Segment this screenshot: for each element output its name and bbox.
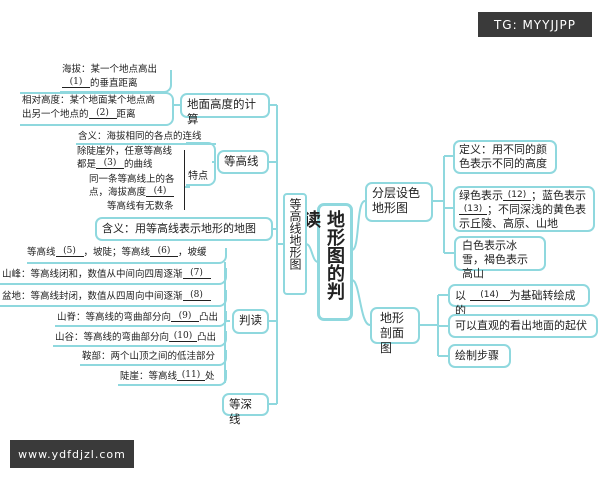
altitude-underline — [60, 70, 172, 93]
profile-map-node[interactable]: 地形剖面图 — [370, 307, 420, 355]
watermark-top: TG: MYYJJPP — [478, 12, 592, 37]
saddle-underline — [80, 350, 227, 366]
text: 处 — [205, 371, 215, 382]
text: 山脊：等高线的弯曲部分向 — [57, 312, 172, 323]
contour-node[interactable]: 等高线 — [217, 150, 269, 174]
blank-4[interactable]: (4) — [146, 186, 175, 197]
center-topic[interactable]: 地形图的判读 — [300, 203, 353, 321]
altitude-line1: 海拔：某一个地点高出 — [62, 64, 158, 75]
text: ；蓝色表示 — [531, 189, 586, 202]
text: 山峰：等高线闭和，数值从中间向四周逐渐 — [2, 269, 183, 280]
basin-rule: 盆地：等高线封闭，数值从四周向中间逐渐(8) — [2, 290, 211, 303]
feature-2-line1: 同一条等高线上的各 — [89, 174, 175, 185]
text: 陡崖：等高线 — [120, 371, 178, 382]
blank-11[interactable]: (11) — [177, 370, 206, 381]
blank-6[interactable]: (6) — [150, 246, 179, 257]
text: ，坡陡；等高线 — [83, 247, 151, 258]
text: 凸出 — [199, 312, 219, 323]
text: 为基础转绘成的 — [455, 289, 576, 317]
blank-3[interactable]: (3) — [96, 158, 125, 169]
feature-3: 等高线有无数条 — [107, 201, 174, 212]
text: 点，海拔高度 — [89, 187, 147, 198]
peak-underline — [0, 268, 227, 285]
contour-meaning: 含义：海拔相同的各点的连线 — [78, 131, 202, 142]
basin-underline — [0, 290, 227, 307]
slope-underline — [27, 248, 227, 264]
blank-13[interactable]: (13) — [459, 204, 487, 215]
relative-underline — [20, 92, 174, 126]
text: 以 — [455, 289, 466, 302]
blank-9[interactable]: (9) — [171, 311, 200, 322]
blank-10[interactable]: (10) — [169, 331, 198, 342]
profile-use: 可以直观的看出地面的起伏 — [448, 314, 598, 338]
text: 的曲线 — [124, 159, 153, 170]
blank-2[interactable]: (2) — [88, 108, 117, 119]
text: 的垂直距离 — [90, 78, 138, 89]
features-frame — [186, 142, 216, 186]
feature-bracket — [180, 150, 185, 210]
isobath-node[interactable]: 等深线 — [222, 393, 269, 426]
reading-node[interactable]: 判读 — [232, 309, 269, 334]
feature-2-line2: 点，海拔高度(4) — [89, 186, 175, 199]
blank-5[interactable]: (5) — [55, 246, 84, 257]
profile-basis: 以 (14)为基础转绘成的 — [448, 284, 590, 317]
features-label: 特点 — [188, 171, 208, 182]
blank-7[interactable]: (7) — [182, 268, 211, 279]
text: 距离 — [116, 109, 136, 120]
text: 出另一个地点的 — [22, 109, 89, 120]
layered-map-node[interactable]: 分层设色地形图 — [365, 182, 433, 222]
elevation-node[interactable]: 地面高度的计算 — [180, 93, 270, 126]
feature-1-line1: 除陡崖外，任意等高线 — [77, 146, 173, 157]
blank-12[interactable]: (12) — [503, 190, 531, 201]
altitude-line2: (1)的垂直距离 — [62, 77, 138, 90]
text: 等高线 — [27, 247, 56, 258]
contour-map-definition: 含义：用等高线表示地形的地图 — [95, 217, 273, 241]
blank-8[interactable]: (8) — [182, 290, 211, 301]
layered-white-brown: 白色表示冰雪，褐色表示高山 — [454, 236, 546, 280]
text: 凸出 — [197, 332, 217, 343]
text: 盆地：等高线封闭，数值从四周向中间逐渐 — [2, 291, 183, 302]
relative-line2: 出另一个地点的(2)距离 — [22, 108, 136, 121]
layered-colors: 绿色表示(12)；蓝色表示 (13)；不同深浅的黄色表示丘陵、高原、山地 — [453, 186, 595, 232]
watermark-bottom: www.ydfdjzl.com — [10, 440, 134, 468]
relative-line1: 相对高度：某个地面某个地点高 — [22, 95, 156, 106]
text: 绿色表示 — [459, 189, 503, 202]
feature-1-line2: 都是(3)的曲线 — [77, 158, 153, 171]
cliff-rule: 陡崖：等高线(11)处 — [120, 370, 215, 383]
profile-steps[interactable]: 绘制步骤 — [448, 344, 511, 368]
ridge-rule: 山脊：等高线的弯曲部分向(9)凸出 — [57, 311, 218, 324]
contour-map-node[interactable]: 等高线地形图 — [283, 193, 307, 295]
cliff-underline — [118, 370, 227, 386]
slope-rule: 等高线(5)，坡陡；等高线(6)，坡缓 — [27, 246, 207, 259]
saddle-rule: 鞍部：两个山顶之间的低洼部分 — [82, 351, 216, 362]
blank-14[interactable]: (14) — [469, 290, 510, 301]
blank-1[interactable]: (1) — [62, 77, 90, 88]
valley-rule: 山谷：等高线的弯曲部分向(10)凸出 — [55, 331, 216, 344]
text: ，坡缓 — [178, 247, 207, 258]
peak-rule: 山峰：等高线闭和，数值从中间向四周逐渐(7) — [2, 268, 211, 281]
layered-definition: 定义：用不同的颜色表示不同的高度 — [453, 140, 557, 174]
text: 山谷：等高线的弯曲部分向 — [55, 332, 170, 343]
valley-underline — [53, 331, 227, 347]
ridge-underline — [55, 311, 227, 327]
text: ；不同深浅的黄色表示丘陵、高原、山地 — [459, 203, 586, 230]
text: 都是 — [77, 159, 97, 170]
meaning-underline — [76, 130, 216, 145]
